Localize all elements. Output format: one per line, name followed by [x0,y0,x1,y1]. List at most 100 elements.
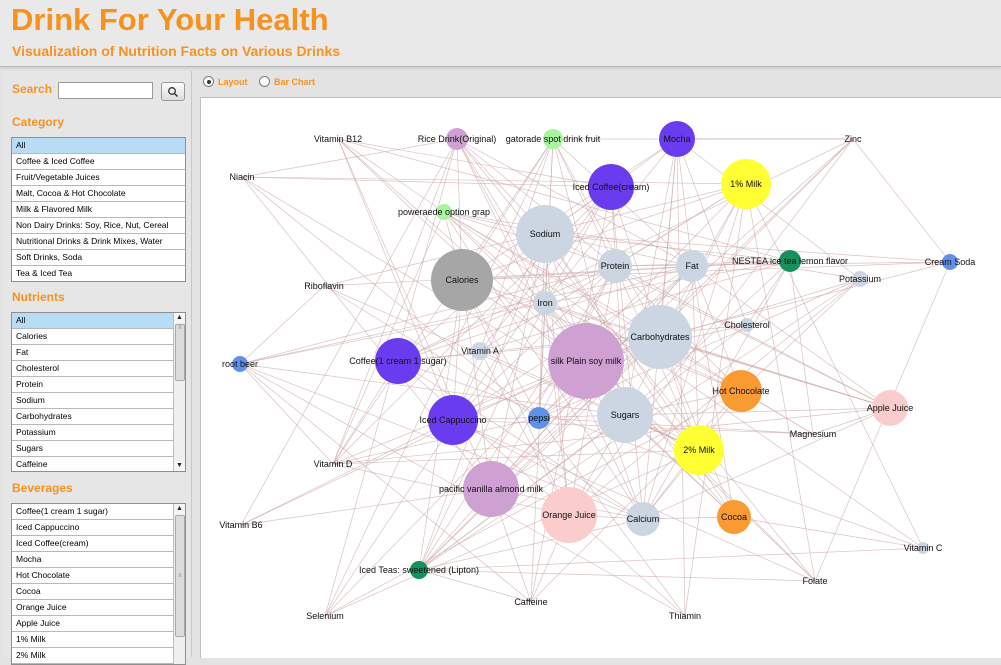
graph-node-hotchoc[interactable]: Hot Chocolate [712,370,770,412]
category-list-item[interactable]: Non Dairy Drinks: Soy, Rice, Nut, Cereal [12,218,185,234]
nutrient-list-item[interactable]: Protein [12,377,173,393]
node-circle[interactable] [917,542,929,554]
nutrient-list-item[interactable]: Carbohydrates [12,409,173,425]
nutrient-list-item[interactable]: Calories [12,329,173,345]
graph-node-icedcoffee[interactable]: Iced Coffee(cream) [573,164,650,210]
graph-node-vitc[interactable]: Vitamin C [904,542,943,554]
node-circle[interactable] [717,500,751,534]
graph-node-vitb12[interactable]: Vitamin B12 [314,134,362,144]
graph-node-thiamin[interactable]: Thiamin [669,611,701,621]
nutrient-list-item[interactable]: Fat [12,345,173,361]
category-list-item[interactable]: Tea & Iced Tea [12,266,185,281]
graph-node-folate[interactable]: Folate [802,576,827,586]
graph-node-fat[interactable]: Fat [676,250,708,282]
nutrient-list-item[interactable]: Potassium [12,425,173,441]
node-circle[interactable] [516,205,574,263]
graph-node-calories[interactable]: Calories [431,249,493,311]
graph-node-carbs[interactable]: Carbohydrates [628,305,692,369]
node-circle[interactable] [628,305,692,369]
graph-node-rice[interactable]: Rice Drink(Original) [418,128,497,150]
nutrients-scrollbar[interactable]: ▲ ≡ ▼ [173,313,185,471]
graph-node-protein[interactable]: Protein [598,249,632,283]
node-circle[interactable] [588,164,634,210]
graph-node-vitb6[interactable]: Vitamin B6 [219,520,262,530]
node-circle[interactable] [232,356,248,372]
node-circle[interactable] [720,370,762,412]
graph-node-sodium[interactable]: Sodium [516,205,574,263]
node-circle[interactable] [548,323,624,399]
beverage-list-item[interactable]: Mocha [12,552,173,568]
beverage-list-item[interactable]: 2% Milk [12,648,173,664]
graph-node-vitd[interactable]: Vitamin D [314,459,353,469]
beverage-list-item[interactable]: Hot Chocolate [12,568,173,584]
graph-node-applejuice[interactable]: Apple Juice [867,390,914,426]
graph-node-mocha[interactable]: Mocha [659,121,695,157]
graph-node-powerade[interactable]: poweraede option grap [398,204,490,220]
scroll-up-icon[interactable]: ▲ [174,313,185,323]
node-circle[interactable] [779,250,801,272]
graph-node-sugars[interactable]: Sugars [597,387,653,443]
node-circle[interactable] [431,249,493,311]
search-button[interactable] [161,82,185,101]
category-list-item[interactable]: Malt, Cocoa & Hot Chocolate [12,186,185,202]
graph-node-calcium[interactable]: Calcium [626,502,660,536]
node-circle[interactable] [852,271,868,287]
graph-node-icedtea[interactable]: Iced Teas: sweetened (Lipton) [359,561,479,579]
graph-node-caffeine[interactable]: Caffeine [514,597,547,607]
node-circle[interactable] [598,249,632,283]
graph-node-almond[interactable]: pacific vanilla almond milk [439,461,544,517]
node-circle[interactable] [375,338,421,384]
graph-node-riboflavin[interactable]: Riboflavin [304,281,344,291]
beverage-list-item[interactable]: Iced Coffee(cream) [12,536,173,552]
search-input[interactable] [58,82,153,99]
node-circle[interactable] [471,342,489,360]
node-circle[interactable] [533,291,557,315]
category-list-item[interactable]: Soft Drinks, Soda [12,250,185,266]
radio-unselected-icon[interactable] [259,76,270,87]
graph-node-iron[interactable]: Iron [533,291,557,315]
graph-node-selenium[interactable]: Selenium [306,611,344,621]
node-circle[interactable] [541,487,597,543]
node-circle[interactable] [721,159,771,209]
graph-node-creamsoda[interactable]: Cream Soda [925,254,976,270]
category-list-item[interactable]: Coffee & Iced Coffee [12,154,185,170]
category-list-item[interactable]: Fruit/Vegetable Juices [12,170,185,186]
tab-bar-chart[interactable]: Bar Chart [259,76,315,87]
graph-node-cholesterol[interactable]: Cholesterol [724,318,770,332]
graph-node-coffee1[interactable]: Coffee(1 cream 1 sugar) [349,338,447,384]
node-circle[interactable] [872,390,908,426]
scroll-thumb[interactable]: ≡ [175,324,185,381]
graph-node-rootbeer[interactable]: root beer [222,356,258,372]
graph-node-milk2[interactable]: 2% Milk [674,425,724,475]
graph-node-icedcapp[interactable]: Iced Cappuccino [419,395,487,445]
graph-node-niacin[interactable]: Niacin [229,172,254,182]
graph-node-milk1[interactable]: 1% Milk [721,159,771,209]
graph-node-cocoa[interactable]: Cocoa [717,500,751,534]
nutrient-list-item[interactable]: Cholesterol [12,361,173,377]
node-circle[interactable] [543,129,563,149]
nutrient-list-item[interactable]: Caffeine [12,457,173,471]
graph-node-soymilk[interactable]: silk Plain soy milk [548,323,624,399]
category-list-item[interactable]: All [12,138,185,154]
graph-node-magnesium[interactable]: Magnesium [790,429,837,439]
node-circle[interactable] [436,204,452,220]
graph-node-oj[interactable]: Orange Juice [541,487,597,543]
nutrient-list-item[interactable]: Sodium [12,393,173,409]
category-list-item[interactable]: Nutritional Drinks & Drink Mixes, Water [12,234,185,250]
node-circle[interactable] [528,407,550,429]
node-circle[interactable] [942,254,958,270]
beverage-list-item[interactable]: Coffee(1 cream 1 sugar) [12,504,173,520]
scroll-up-icon[interactable]: ▲ [174,504,185,514]
nutrient-list-item[interactable]: All [12,313,173,329]
beverage-list-item[interactable]: Cocoa [12,584,173,600]
node-circle[interactable] [674,425,724,475]
graph-node-zinc[interactable]: Zinc [844,134,862,144]
scroll-down-icon[interactable]: ▼ [174,461,185,471]
node-circle[interactable] [740,318,754,332]
graph-node-potassium[interactable]: Potassium [839,271,881,287]
graph-node-nestea[interactable]: NESTEA ice tea lemon flavor [732,250,848,272]
tab-layout[interactable]: Layout [203,76,248,87]
graph-node-vita[interactable]: Vitamin A [461,342,499,360]
